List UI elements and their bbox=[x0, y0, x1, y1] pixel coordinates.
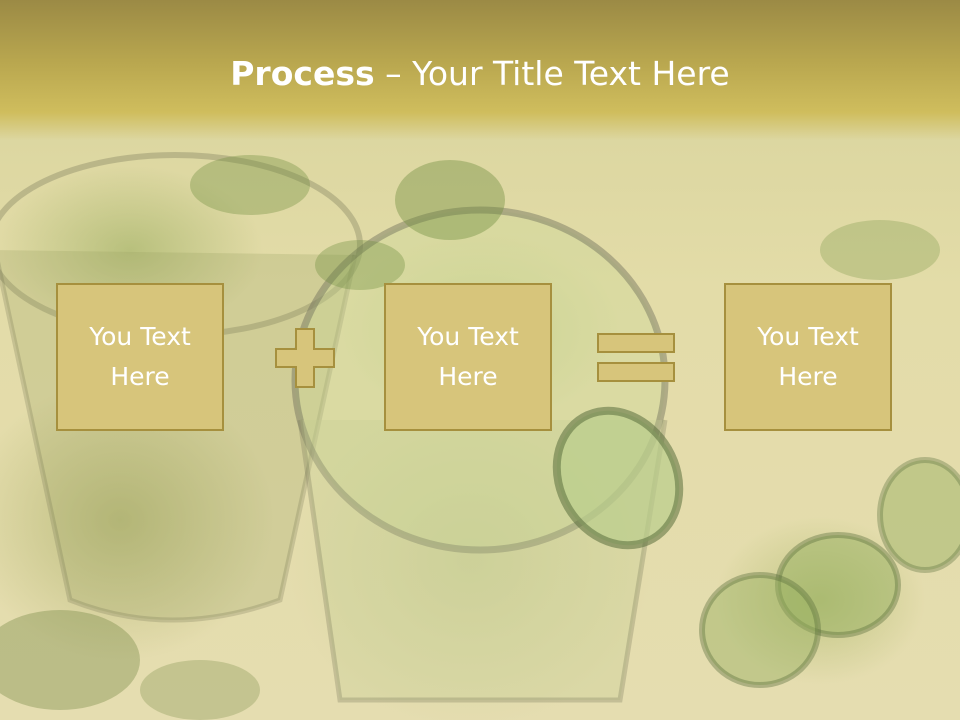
process-box-3-text: You Text Here bbox=[757, 322, 859, 391]
equals-icon bbox=[597, 333, 675, 382]
process-box-1-text: You Text Here bbox=[89, 322, 191, 391]
process-box-2[interactable]: You Text Here bbox=[384, 283, 552, 431]
title-bold: Process bbox=[230, 54, 375, 93]
title-rest: – Your Title Text Here bbox=[374, 54, 730, 93]
process-box-2-text: You Text Here bbox=[417, 322, 519, 391]
process-box-1[interactable]: You Text Here bbox=[56, 283, 224, 431]
slide-title[interactable]: Process – Your Title Text Here bbox=[0, 54, 960, 93]
process-box-3[interactable]: You Text Here bbox=[724, 283, 892, 431]
title-bar: Process – Your Title Text Here bbox=[0, 0, 960, 140]
plus-icon bbox=[275, 328, 335, 388]
